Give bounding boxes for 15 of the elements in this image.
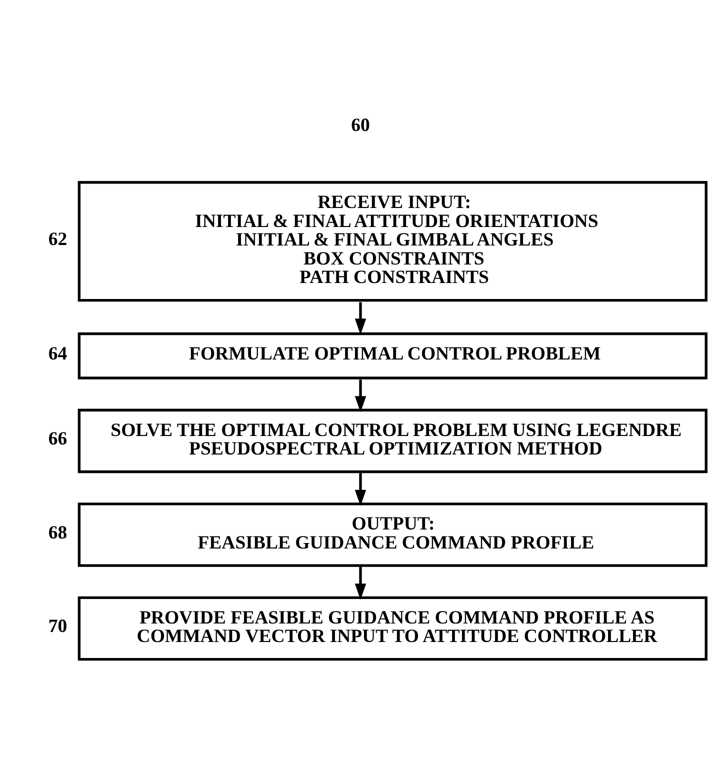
arrow [354,566,366,600]
node-label: 64 [48,343,68,364]
node-box: RECEIVE INPUT: INITIAL & FINAL ATTITUDE ORIENTATIONS INITIAL & FINAL GIMBAL ANGLES BOX CONSTRAINTS PATH CONSTRAINTS [78,181,708,302]
node-label: 66 [48,428,68,450]
arrow [354,302,366,335]
node-label: 68 [48,522,68,544]
arrow [354,473,366,506]
label: 60 [351,115,370,136]
node-box: SOLVE THE OPTIMAL CONTROL PROBLEM USING LEGENDRE PSEUDOSPECTRAL OPTIMIZATION METHOD [78,408,708,474]
node-box: FORMULATE OPTIMAL CONTROL PROBLEM [78,332,708,380]
arrow [354,380,366,412]
node-label: 62 [48,228,68,250]
node-box: PROVIDE FEASIBLE GUIDANCE COMMAND PROFILE AS COMMAND VECTOR INPUT TO ATTITUDE CONTROLLER [78,596,708,661]
node-label: 70 [48,616,68,638]
node-box: OUTPUT: FEASIBLE GUIDANCE COMMAND PROFILE [78,502,708,567]
